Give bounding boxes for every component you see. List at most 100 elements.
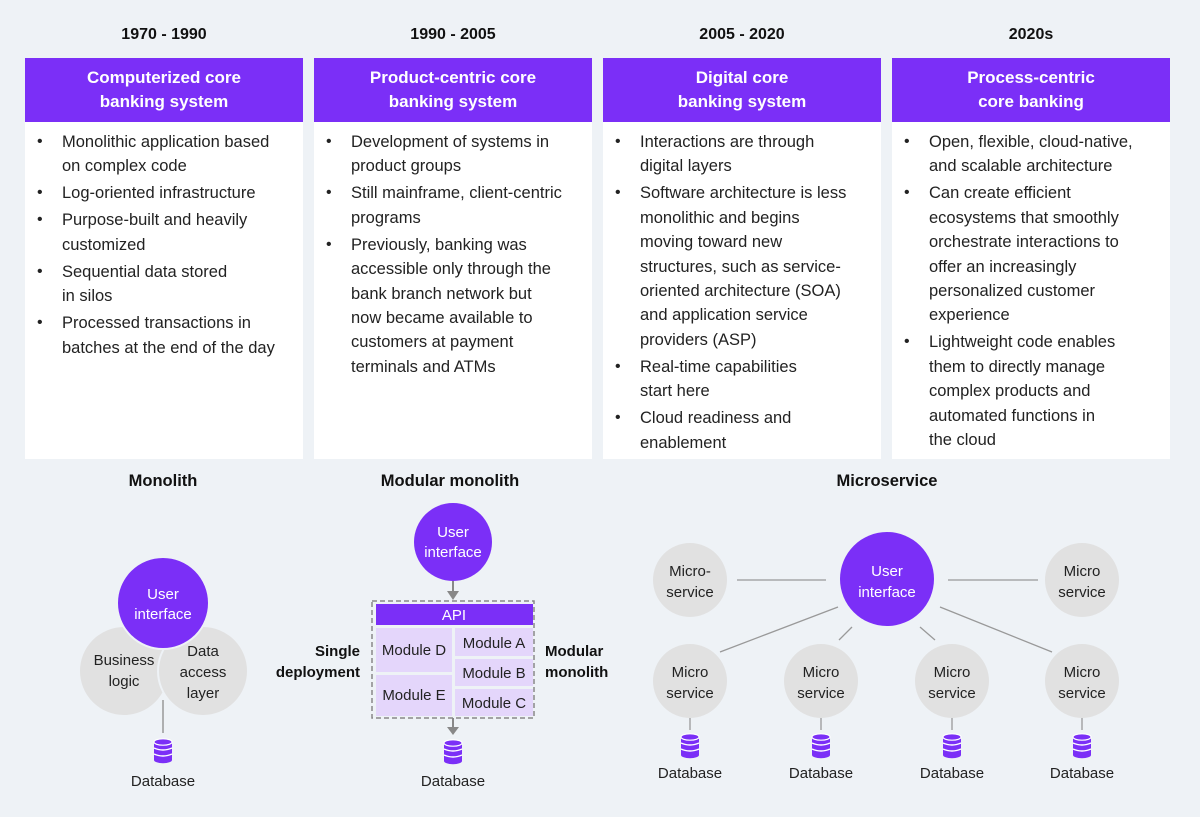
- svg-text:monolith: monolith: [545, 664, 608, 681]
- svg-text:Module A: Module A: [463, 635, 526, 652]
- bullet-item: Open, flexible, cloud-native, and scalab…: [904, 130, 1160, 179]
- column-title: Computerized core banking system: [87, 68, 241, 111]
- bullet-item: Software architecture is less monolithic…: [615, 181, 871, 352]
- period-label: 2020s: [1008, 26, 1054, 43]
- svg-text:Micro: Micro: [672, 664, 709, 681]
- svg-text:service: service: [666, 584, 714, 601]
- svg-text:interface: interface: [134, 606, 192, 623]
- svg-text:interface: interface: [858, 584, 916, 601]
- svg-text:Database: Database: [658, 765, 722, 782]
- api-bar: [376, 604, 533, 625]
- svg-text:Module B: Module B: [462, 665, 525, 682]
- svg-text:Business: Business: [94, 652, 155, 669]
- bullet-list: Open, flexible, cloud-native, and scalab…: [904, 130, 1160, 452]
- svg-text:Micro-: Micro-: [669, 563, 711, 580]
- column-body: Interactions are through digital layersS…: [603, 122, 881, 459]
- microservice-circle: [653, 644, 727, 718]
- bullet-item: Interactions are through digital layers: [615, 130, 871, 179]
- bullet-item: Can create efficient ecosystems that smo…: [904, 181, 1160, 327]
- modular-user-interface-circle: [414, 503, 492, 581]
- bullet-item: Purpose-built and heavily customized: [37, 208, 293, 257]
- microservice-circle: [1045, 644, 1119, 718]
- module-b: [455, 659, 533, 686]
- svg-text:deployment: deployment: [276, 664, 360, 681]
- micro-user-interface-circle: [840, 532, 934, 626]
- column-body: Development of systems in product groups…: [314, 122, 592, 459]
- svg-text:User: User: [871, 563, 903, 580]
- bullet-list: Development of systems in product groups…: [326, 130, 582, 379]
- svg-text:service: service: [1058, 584, 1106, 601]
- svg-text:Database: Database: [421, 773, 485, 790]
- svg-text:Micro: Micro: [1064, 563, 1101, 580]
- database-icon: [1072, 733, 1092, 759]
- bullet-item: Lightweight code enables them to directl…: [904, 330, 1160, 452]
- microservice-circle: [653, 543, 727, 617]
- bullet-item: Monolithic application based on complex …: [37, 130, 293, 179]
- period-label: 1970 - 1990: [121, 26, 207, 43]
- column-header: Product-centric core banking system: [314, 58, 592, 122]
- svg-text:Modular: Modular: [545, 643, 603, 660]
- svg-text:API: API: [442, 607, 466, 624]
- column-body: Open, flexible, cloud-native, and scalab…: [892, 122, 1170, 459]
- module-d: [376, 628, 452, 672]
- module-c: [455, 689, 533, 716]
- svg-text:Database: Database: [131, 773, 195, 790]
- svg-text:access: access: [180, 664, 227, 681]
- bullet-item: Previously, banking was accessible only …: [326, 233, 582, 379]
- monolith-title: Monolith: [128, 472, 198, 490]
- svg-text:interface: interface: [424, 544, 482, 561]
- column-header: Process-centric core banking: [892, 58, 1170, 122]
- svg-text:logic: logic: [109, 673, 140, 690]
- svg-text:service: service: [1058, 685, 1106, 702]
- module-a: [455, 628, 533, 656]
- svg-text:Module C: Module C: [462, 695, 526, 712]
- database-icon: [811, 733, 831, 759]
- svg-text:Database: Database: [789, 765, 853, 782]
- column-title: Product-centric core banking system: [369, 68, 537, 111]
- column-body: Monolithic application based on complex …: [25, 122, 303, 459]
- bullet-item: Real-time capabilities start here: [615, 355, 871, 404]
- database-icon: [680, 733, 700, 759]
- svg-text:Data: Data: [187, 643, 219, 660]
- microservice-diagram: User interface Micro- service Micro serv…: [653, 532, 1119, 782]
- database-icon: [942, 733, 962, 759]
- bullet-item: Cloud readiness and enablement: [615, 406, 871, 455]
- bullet-item: Log-oriented infrastructure: [37, 181, 293, 206]
- period-label: 1990 - 2005: [410, 26, 496, 43]
- database-icon: [153, 738, 173, 764]
- column-header: Digital core banking system: [603, 58, 881, 122]
- bullet-item: Processed transactions in batches at the…: [37, 311, 293, 360]
- svg-text:layer: layer: [187, 685, 220, 702]
- microservice-circle: [1045, 543, 1119, 617]
- period-label: 2005 - 2020: [699, 26, 785, 43]
- bullet-item: Development of systems in product groups: [326, 130, 582, 179]
- svg-text:service: service: [797, 685, 845, 702]
- svg-text:Database: Database: [920, 765, 984, 782]
- svg-text:service: service: [928, 685, 976, 702]
- microservice-circle: [915, 644, 989, 718]
- bullet-item: Sequential data stored in silos: [37, 260, 293, 309]
- svg-text:Module E: Module E: [382, 687, 445, 704]
- bullet-list: Monolithic application based on complex …: [37, 130, 293, 360]
- column-title: Digital core banking system: [677, 68, 807, 111]
- bullet-item: Still mainframe, client-centric programs: [326, 181, 582, 230]
- bullet-list: Interactions are through digital layersS…: [615, 130, 871, 455]
- svg-text:Micro: Micro: [803, 664, 840, 681]
- svg-text:service: service: [666, 685, 714, 702]
- svg-text:Micro: Micro: [1064, 664, 1101, 681]
- svg-text:User: User: [147, 586, 179, 603]
- module-e: [376, 675, 452, 716]
- svg-text:Micro: Micro: [934, 664, 971, 681]
- modular-monolith-diagram: User interface API Module D Module E Mod…: [276, 503, 608, 790]
- svg-text:User: User: [437, 524, 469, 541]
- svg-text:Database: Database: [1050, 765, 1114, 782]
- database-icon: [443, 739, 463, 765]
- modular-monolith-title: Modular monolith: [380, 472, 520, 490]
- monolith-user-interface-circle: [116, 556, 210, 650]
- svg-text:Single: Single: [315, 643, 360, 660]
- microservice-circle: [784, 644, 858, 718]
- svg-text:Module D: Module D: [382, 642, 446, 659]
- microservice-title: Microservice: [836, 472, 938, 490]
- monolith-diagram: User interface Business logic Data acces…: [78, 556, 249, 790]
